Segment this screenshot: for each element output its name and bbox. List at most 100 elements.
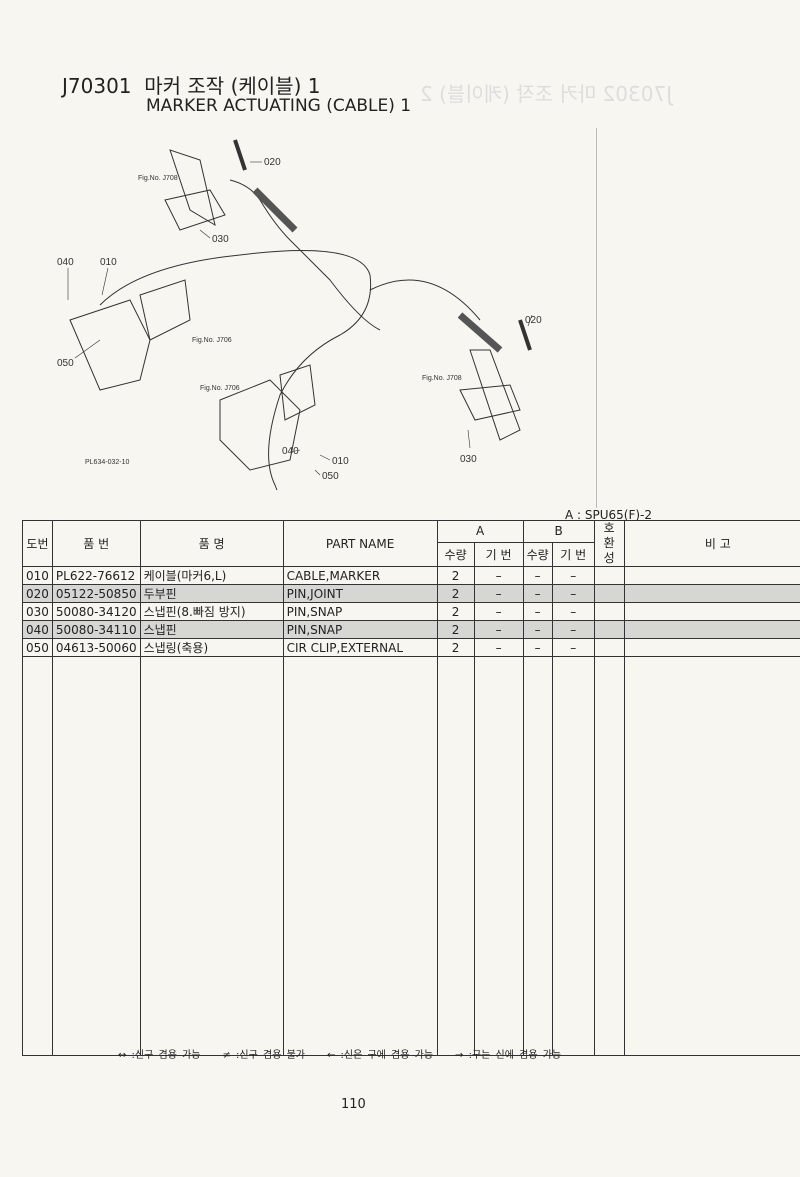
legend-item: → :구는 신에 겸용 가능 <box>455 1050 562 1061</box>
bottom-bracket <box>219 379 301 471</box>
cell-part-no: 50080-34110 <box>51 620 141 639</box>
lever-shaft <box>169 149 216 227</box>
compat-legend: ↔ :신구 겸용 가능 ≠ :신구 겸용 불가 ← :신은 구에 겸용 가능 → :구… <box>118 1046 583 1061</box>
header-part-no: 품 번 <box>51 520 141 567</box>
cell-compat <box>593 620 625 639</box>
legend-item: ≠ :신구 겸용 불가 <box>222 1050 305 1061</box>
cell-part-no: 04613-50060 <box>51 638 141 657</box>
divider <box>596 128 597 508</box>
header-remarks: 비 고 <box>623 520 800 567</box>
header-compat: 호 환 성 <box>593 520 625 567</box>
cell-a-qty: 2 <box>436 584 475 603</box>
empty-rows <box>22 656 800 1056</box>
cell-name-ko: 두부핀 <box>139 584 284 603</box>
cell-compat <box>593 566 625 585</box>
header-a: A <box>436 520 524 543</box>
cell-remarks <box>623 584 800 603</box>
cell-b-qty: – <box>522 584 553 603</box>
callout-040: 040 <box>57 257 74 268</box>
cell-remarks <box>623 638 800 657</box>
title-korean: 마커 조작 (케이블) 1 <box>144 74 321 98</box>
fig-ref: Fig.No. J706 <box>200 385 240 392</box>
cell-b-serial: – <box>551 566 595 585</box>
header-name-ko: 품 명 <box>139 520 284 567</box>
header-b: B <box>522 520 595 543</box>
cell-a-qty: 2 <box>436 620 475 639</box>
cell-ref: 050 <box>22 638 53 657</box>
cell-part-name: CIR CLIP,EXTERNAL <box>282 638 438 657</box>
left-plate <box>139 279 191 341</box>
cell-a-qty: 2 <box>436 566 475 585</box>
cell-a-serial: – <box>473 638 524 657</box>
joint-pin-right <box>518 319 532 351</box>
cell-b-qty: – <box>522 566 553 585</box>
legend-item: ← :신은 구에 겸용 가능 <box>326 1050 434 1061</box>
cable-boot <box>252 187 298 233</box>
cell-ref: 020 <box>22 584 53 603</box>
title-english: MARKER ACTUATING (CABLE) 1 <box>146 96 412 116</box>
cell-part-name: CABLE,MARKER <box>282 566 438 585</box>
callout-040-bottom: 040 <box>282 446 299 457</box>
cell-a-qty: 2 <box>436 602 475 621</box>
drawing-id: PL634-032-10 <box>85 459 129 466</box>
cell-a-serial: – <box>473 602 524 621</box>
cell-remarks <box>623 602 800 621</box>
cell-compat <box>593 584 625 603</box>
cable-boot-right <box>457 312 503 353</box>
cell-b-qty: – <box>522 638 553 657</box>
page-number: 110 <box>341 1097 366 1112</box>
header-ref: 도번 <box>22 520 53 567</box>
header-b-serial: 기 번 <box>551 541 595 568</box>
cell-ref: 030 <box>22 602 53 621</box>
cell-ref: 010 <box>22 566 53 585</box>
cell-part-no: 05122-50850 <box>51 584 141 603</box>
callout-010: 010 <box>100 257 117 268</box>
callout-020: 020 <box>264 157 281 168</box>
cable-upper <box>229 179 381 331</box>
callout-050-bottom: 050 <box>322 471 339 482</box>
cell-b-qty: – <box>522 620 553 639</box>
model-note: A : SPU65(F)-2 <box>565 508 653 522</box>
callout-020-right: 020 <box>525 315 542 326</box>
cell-b-serial: – <box>551 602 595 621</box>
cell-compat <box>593 602 625 621</box>
cell-compat <box>593 638 625 657</box>
bracket <box>164 189 226 231</box>
callout-030: 030 <box>212 234 229 245</box>
fig-ref: Fig.No. J706 <box>192 337 232 344</box>
cell-a-serial: – <box>473 566 524 585</box>
cell-name-ko: 스냅링(축용) <box>139 638 284 657</box>
left-bracket <box>69 299 151 391</box>
legend-item: ↔ :신구 겸용 가능 <box>118 1050 201 1061</box>
cell-ref: 040 <box>22 620 53 639</box>
callout-050: 050 <box>57 358 74 369</box>
joint-pin <box>233 139 247 171</box>
cell-a-qty: 2 <box>436 638 475 657</box>
cell-a-serial: – <box>473 584 524 603</box>
cell-part-no: 50080-34120 <box>51 602 141 621</box>
cell-name-ko: 스냅핀(8.빠짐 방지) <box>139 602 284 621</box>
page-title: J70301 마커 조작 (케이블) 1 <box>62 70 320 99</box>
fig-ref: Fig.No. J708 <box>422 375 462 382</box>
cell-b-serial: – <box>551 584 595 603</box>
section-code: J70301 <box>62 74 132 98</box>
header-a-qty: 수량 <box>436 541 475 568</box>
cell-a-serial: – <box>473 620 524 639</box>
parts-table: 도번 품 번 품 명 PART NAME A B 호 환 성 비 고 수량 기 … <box>22 520 800 1056</box>
bracket-right <box>459 384 521 421</box>
cable-loop <box>99 250 372 490</box>
cell-name-ko: 케이블(마커6,L) <box>139 566 284 585</box>
cell-part-name: PIN,SNAP <box>282 602 438 621</box>
lever-shaft-right <box>469 349 521 441</box>
bottom-plate <box>279 364 316 421</box>
cell-part-no: PL622-76612 <box>51 566 141 585</box>
callout-010-bottom: 010 <box>332 456 349 467</box>
bleed-through-text: J70302 마커 조작 (케이블) 2 <box>420 82 673 106</box>
cell-name-ko: 스냅핀 <box>139 620 284 639</box>
cell-remarks <box>623 566 800 585</box>
